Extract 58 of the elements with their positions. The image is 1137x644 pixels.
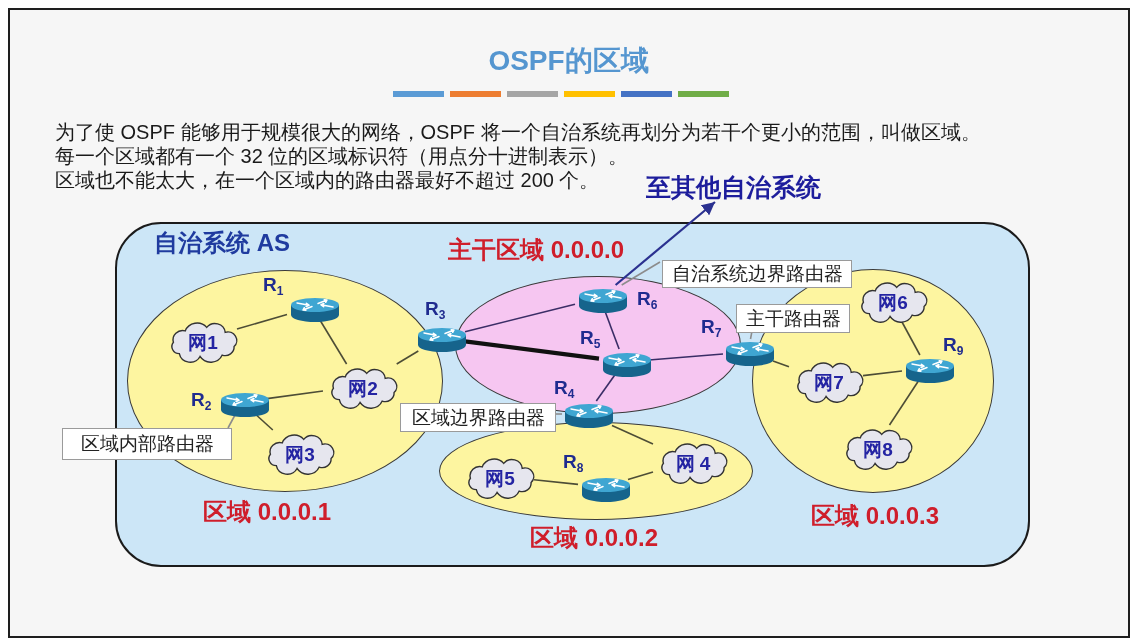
network-name: 网6 xyxy=(878,292,908,314)
destination-label: 至其他自治系统 xyxy=(632,172,834,202)
router-label: R$_{7}$ xyxy=(701,316,722,338)
network-name: 网3 xyxy=(285,444,315,466)
router-icon xyxy=(905,358,955,384)
slide-title: OSPF的区域 xyxy=(488,44,649,78)
router-label: R$_{4}$ xyxy=(554,377,575,399)
link-line xyxy=(464,303,576,333)
network-name: 网1 xyxy=(188,332,218,354)
network-name: 网 4 xyxy=(675,453,711,475)
body-text: 每一个区域都有一个 32 位的区域标识符（用点分十进制表示）。 xyxy=(55,144,629,168)
router-icon xyxy=(417,327,467,353)
link-line xyxy=(627,471,654,481)
router-label: R$_{2}$ xyxy=(191,389,212,411)
leader-line xyxy=(620,261,661,286)
callout-label: 区域边界路由器 xyxy=(400,403,556,432)
body-text: 为了使 OSPF 能够用于规模很大的网络，OSPF 将一个自治系统再划分为若干个更小的范围，叫做区域。 xyxy=(55,120,981,144)
router-icon xyxy=(220,392,270,418)
area-title: 区域 0.0.0.3 xyxy=(811,501,940,531)
link-line xyxy=(888,380,920,426)
link-line xyxy=(595,374,616,402)
router-icon xyxy=(578,288,628,314)
network-name: 网5 xyxy=(485,468,515,490)
link-line xyxy=(611,424,654,445)
router-icon xyxy=(564,403,614,429)
router-label: R$_{3}$ xyxy=(425,298,446,320)
link-line xyxy=(236,313,288,330)
area-title: 区域 0.0.0.2 xyxy=(530,523,659,553)
link-line xyxy=(862,370,903,377)
router-icon xyxy=(581,477,631,503)
network-name: 网8 xyxy=(863,439,893,461)
router-label: R$_{8}$ xyxy=(563,451,584,473)
body-text: 区域也不能太大，在一个区域内的路由器最好不超过 200 个。 xyxy=(55,168,600,192)
callout-label: 区域内部路由器 xyxy=(62,428,232,460)
router-icon xyxy=(290,297,340,323)
link-line xyxy=(395,350,420,365)
router-label: R$_{5}$ xyxy=(580,327,601,349)
network-name: 网2 xyxy=(348,378,378,400)
router-label: R$_{9}$ xyxy=(943,334,964,356)
arrow xyxy=(614,201,716,286)
link-line xyxy=(266,390,324,400)
region-title: 自治系统 AS xyxy=(154,228,290,258)
link-line xyxy=(901,321,921,356)
link-line xyxy=(533,479,579,486)
link-line xyxy=(464,339,600,361)
area-title: 主干区域 0.0.0.0 xyxy=(448,235,625,265)
leader-line xyxy=(227,414,236,429)
callout-label: 自治系统边界路由器 xyxy=(662,260,852,288)
link-line xyxy=(648,353,724,361)
router-icon xyxy=(602,352,652,378)
router-icon xyxy=(725,341,775,367)
callout-label: 主干路由器 xyxy=(736,304,850,333)
area-title: 区域 0.0.0.1 xyxy=(203,497,332,527)
router-label: R$_{6}$ xyxy=(637,288,658,310)
network-name: 网7 xyxy=(814,372,844,394)
router-label: R$_{1}$ xyxy=(263,274,284,296)
link-line xyxy=(255,414,274,431)
link-line xyxy=(772,360,790,368)
